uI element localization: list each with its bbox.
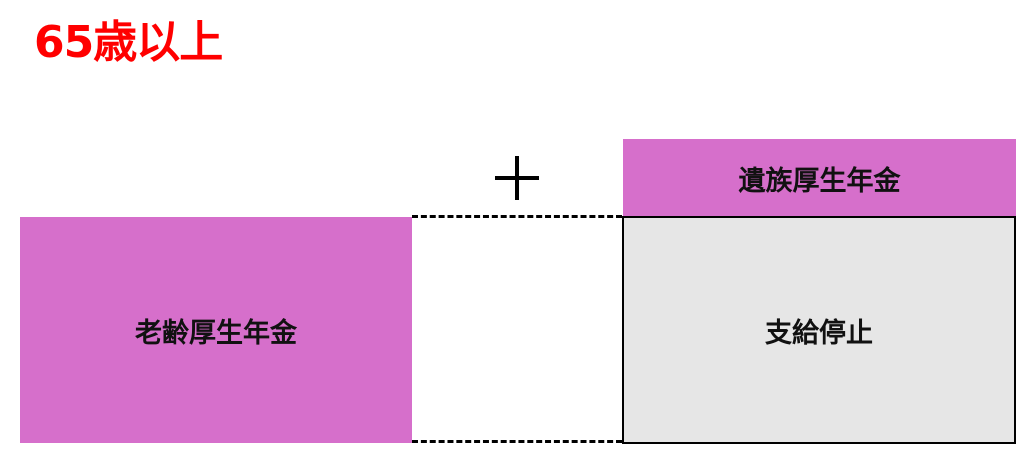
suspended-box: 支給停止 (622, 216, 1016, 444)
old-age-pension-box: 老齢厚生年金 (20, 217, 412, 443)
suspended-label: 支給停止 (765, 317, 873, 349)
survivor-pension-box: 遺族厚生年金 (623, 139, 1016, 217)
page-title: 65歳以上 (34, 17, 223, 68)
dashed-line-top (412, 215, 622, 218)
plus-icon (495, 156, 539, 200)
dashed-line-bottom (412, 440, 622, 443)
old-age-pension-label: 老齢厚生年金 (135, 317, 297, 349)
survivor-pension-label: 遺族厚生年金 (738, 165, 901, 197)
